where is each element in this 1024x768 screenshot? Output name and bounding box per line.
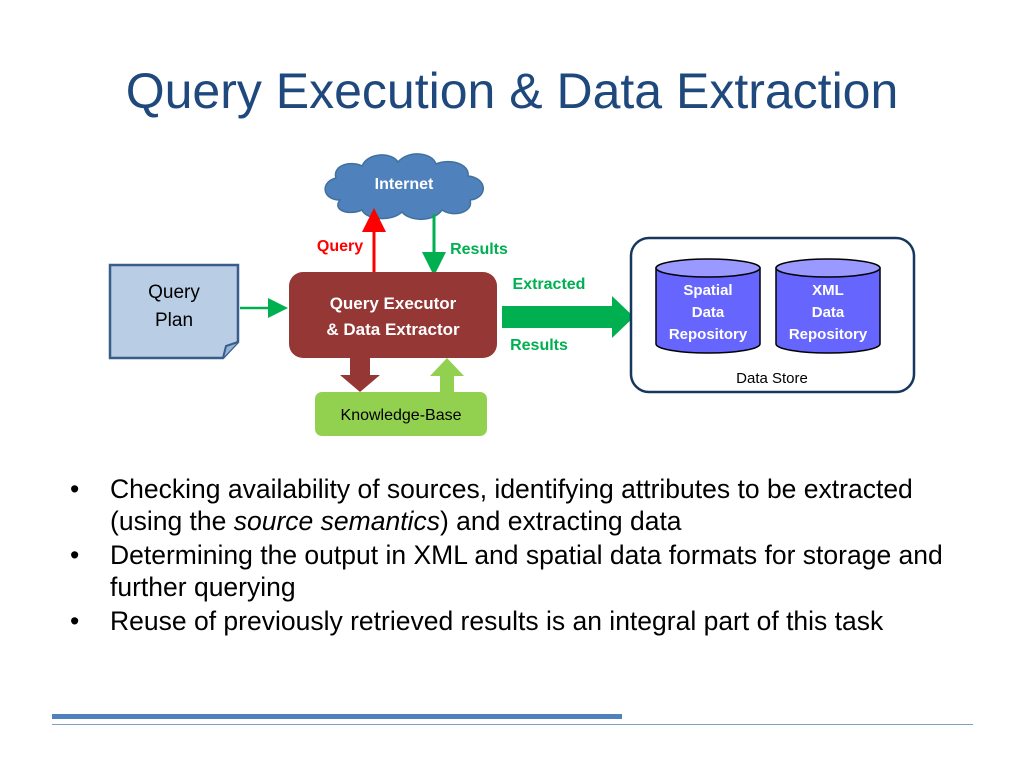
- bullet-text: Reuse of previously retrieved results is…: [110, 606, 884, 636]
- xml-line2: Data: [812, 304, 845, 321]
- xml-repository-cylinder: XML Data Repository: [775, 258, 881, 354]
- slide-title: Query Execution & Data Extraction: [125, 63, 899, 119]
- bullet-item: • Determining the output in XML and spat…: [70, 539, 970, 603]
- bullet-item: • Checking availability of sources, iden…: [70, 473, 970, 537]
- kb-to-executor-arrow: [430, 358, 464, 395]
- query-plan-line1: Query: [148, 282, 200, 303]
- bullet-item: • Reuse of previously retrieved results …: [70, 605, 970, 637]
- internet-cloud: Internet: [324, 153, 484, 220]
- spatial-line1: Spatial: [683, 282, 732, 299]
- bullet-dot: •: [70, 540, 80, 570]
- extracted-label: Extracted: [513, 276, 586, 293]
- bullet-text-post: ) and extracting data: [439, 506, 682, 536]
- results-label: Results: [450, 241, 508, 258]
- footer-rule-thin: [52, 724, 973, 725]
- knowledge-base-box: Knowledge-Base: [315, 392, 487, 436]
- extracted-results-label: Results: [510, 337, 568, 354]
- bullet-dot: •: [70, 474, 80, 504]
- spatial-line3: Repository: [669, 326, 748, 343]
- bullet-text-pre: Checking availability of sources, identi…: [110, 474, 913, 536]
- internet-label: Internet: [375, 176, 434, 193]
- bullet-text-emphasis: source semantics: [233, 506, 440, 536]
- xml-line1: XML: [812, 282, 844, 299]
- query-label: Query: [317, 238, 363, 255]
- footer-rule-thick: [52, 714, 622, 719]
- query-executor-box: Query Executor & Data Extractor: [289, 272, 497, 358]
- extracted-results-arrow: [502, 296, 634, 338]
- data-store-label: Data Store: [736, 370, 808, 387]
- bullet-list: • Checking availability of sources, iden…: [70, 473, 970, 639]
- executor-line1: Query Executor: [330, 294, 457, 313]
- bullet-dot: •: [70, 606, 80, 636]
- knowledge-base-label: Knowledge-Base: [341, 407, 462, 424]
- spatial-line2: Data: [692, 304, 725, 321]
- query-plan-line2: Plan: [155, 310, 193, 331]
- executor-line2: & Data Extractor: [326, 320, 460, 339]
- bullet-text: Determining the output in XML and spatia…: [110, 540, 943, 602]
- xml-line3: Repository: [789, 326, 868, 343]
- executor-to-kb-arrow: [340, 358, 380, 392]
- query-plan-document: Query Plan: [108, 263, 240, 360]
- spatial-repository-cylinder: Spatial Data Repository: [655, 258, 761, 354]
